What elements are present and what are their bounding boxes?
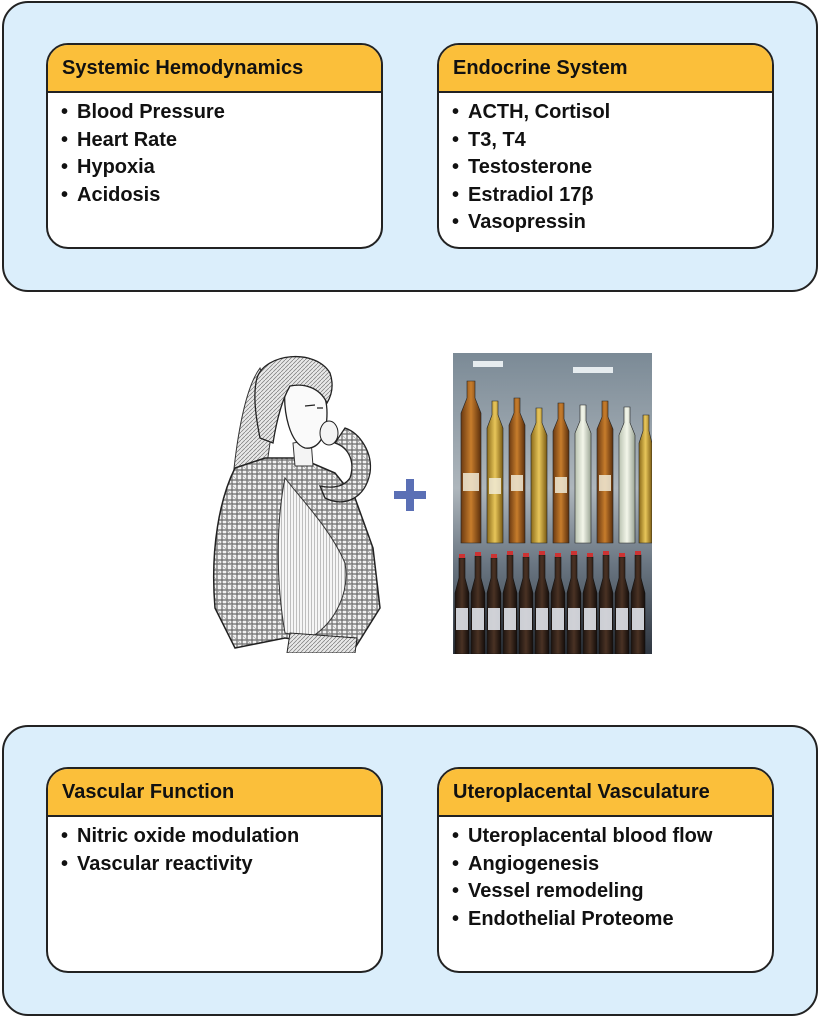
list-item: •Blood Pressure bbox=[61, 101, 225, 123]
list-item: •Testosterone bbox=[452, 156, 593, 178]
item-list: •Blood Pressure •Heart Rate •Hypoxia •Ac… bbox=[48, 93, 381, 209]
list-item: •Nitric oxide modulation bbox=[61, 825, 300, 847]
item-list: •Nitric oxide modulation •Vascular react… bbox=[48, 817, 381, 878]
list-item: •Acidosis bbox=[61, 183, 161, 206]
card-title: Systemic Hemodynamics bbox=[48, 45, 381, 93]
list-item: •Vessel remodeling bbox=[452, 880, 644, 902]
list-item: •Estradiol 17β bbox=[452, 183, 594, 206]
list-item: •Heart Rate bbox=[61, 128, 178, 151]
alcohol-bottles-photo bbox=[453, 353, 652, 654]
vascular-function-card: Vascular Function •Nitric oxide modulati… bbox=[46, 767, 383, 973]
list-item: •Vasopressin bbox=[452, 211, 586, 233]
card-title: Vascular Function bbox=[48, 769, 381, 817]
endocrine-system-card: Endocrine System •ACTH, Cortisol •T3, T4… bbox=[437, 43, 774, 249]
list-item: •Hypoxia bbox=[61, 156, 155, 178]
plus-icon bbox=[394, 479, 426, 511]
card-title: Endocrine System bbox=[439, 45, 772, 93]
item-list: •ACTH, Cortisol •T3, T4 •Testosterone •E… bbox=[439, 93, 772, 237]
list-item: •Angiogenesis bbox=[452, 852, 600, 875]
card-title: Uteroplacental Vasculature bbox=[439, 769, 772, 817]
pregnant-woman-illustration bbox=[212, 355, 381, 653]
list-item: •Endothelial Proteome bbox=[452, 907, 674, 930]
list-item: •Uteroplacental blood flow bbox=[452, 825, 713, 847]
item-list: •Uteroplacental blood flow •Angiogenesis… bbox=[439, 817, 772, 933]
systemic-hemodynamics-card: Systemic Hemodynamics •Blood Pressure •H… bbox=[46, 43, 383, 249]
uteroplacental-vasculature-card: Uteroplacental Vasculature •Uteroplacent… bbox=[437, 767, 774, 973]
list-item: •T3, T4 bbox=[452, 128, 526, 151]
list-item: •Vascular reactivity bbox=[61, 852, 253, 875]
list-item: •ACTH, Cortisol bbox=[452, 101, 611, 123]
